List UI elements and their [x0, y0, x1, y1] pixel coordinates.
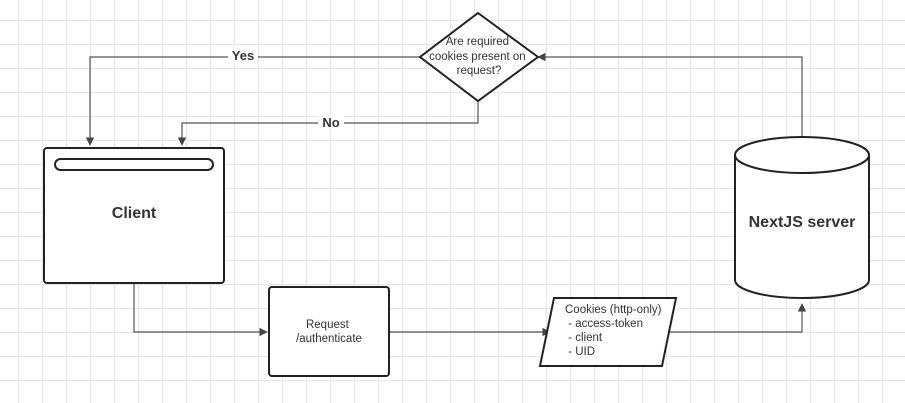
- edge-yes[interactable]: Yes: [85, 47, 420, 146]
- decision-label: Are required cookies present on request?: [429, 36, 529, 77]
- server-label: NextJS server: [749, 214, 856, 231]
- edge-no[interactable]: No: [177, 98, 479, 146]
- request-label: Request /authenticate: [296, 319, 362, 345]
- edge-client-to-request[interactable]: [133, 283, 268, 337]
- edge-cookies-to-server[interactable]: [662, 303, 807, 333]
- cookies-label: Cookies (http-only) - access-token - cli…: [565, 304, 662, 358]
- cookies-node[interactable]: Cookies (http-only) - access-token - cli…: [0, 0, 684, 367]
- edge-server-to-decision[interactable]: [537, 52, 803, 140]
- edge-yes-label: Yes: [232, 48, 254, 63]
- decision-node[interactable]: Are required cookies present on request?: [418, 11, 540, 103]
- client-label: Client: [112, 205, 157, 222]
- client-node[interactable]: Client: [43, 147, 225, 284]
- server-node[interactable]: NextJS server: [734, 136, 870, 299]
- request-node[interactable]: Request /authenticate: [268, 286, 390, 377]
- client-title-bar: [54, 158, 214, 171]
- edge-no-label: No: [322, 115, 339, 130]
